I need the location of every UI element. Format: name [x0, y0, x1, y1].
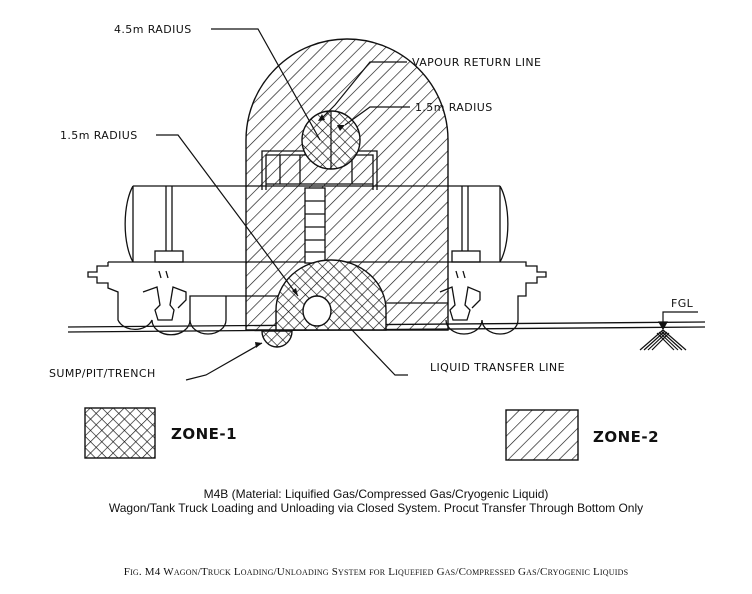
liquid-transfer-pipe	[302, 295, 332, 327]
fgl-ground-marker	[639, 311, 698, 351]
figure-caption: Fig. M4 Wagon/Truck Loading/Unloading Sy…	[123, 566, 629, 578]
label-vapour-return-line: VAPOUR RETURN LINE	[412, 56, 541, 69]
legend-zone-2-swatch	[505, 409, 579, 461]
label-fgl: FGL	[671, 297, 694, 310]
label-1-5m-radius-top: 1.5m RADIUS	[415, 101, 493, 114]
caption-line-2: Wagon/Tank Truck Loading and Unloading v…	[108, 501, 644, 515]
legend-zone-1-swatch	[84, 407, 156, 459]
right-tank-wagon	[439, 185, 547, 335]
legend-zone-1-label: ZONE-1	[171, 425, 237, 443]
label-sump-pit-trench: SUMP/PIT/TRENCH	[49, 367, 156, 380]
leader-lines	[156, 28, 410, 381]
legend-zone-2-label: ZONE-2	[593, 428, 659, 446]
left-tank-wagon	[87, 185, 246, 336]
label-4-5m-radius: 4.5m RADIUS	[114, 23, 192, 36]
sump-pit-trench	[261, 330, 293, 348]
label-1-5m-radius-bottom: 1.5m RADIUS	[60, 129, 138, 142]
label-liquid-transfer-line: LIQUID TRANSFER LINE	[430, 361, 565, 374]
caption-line-1: M4B (Material: Liquified Gas/Compressed …	[203, 487, 549, 501]
